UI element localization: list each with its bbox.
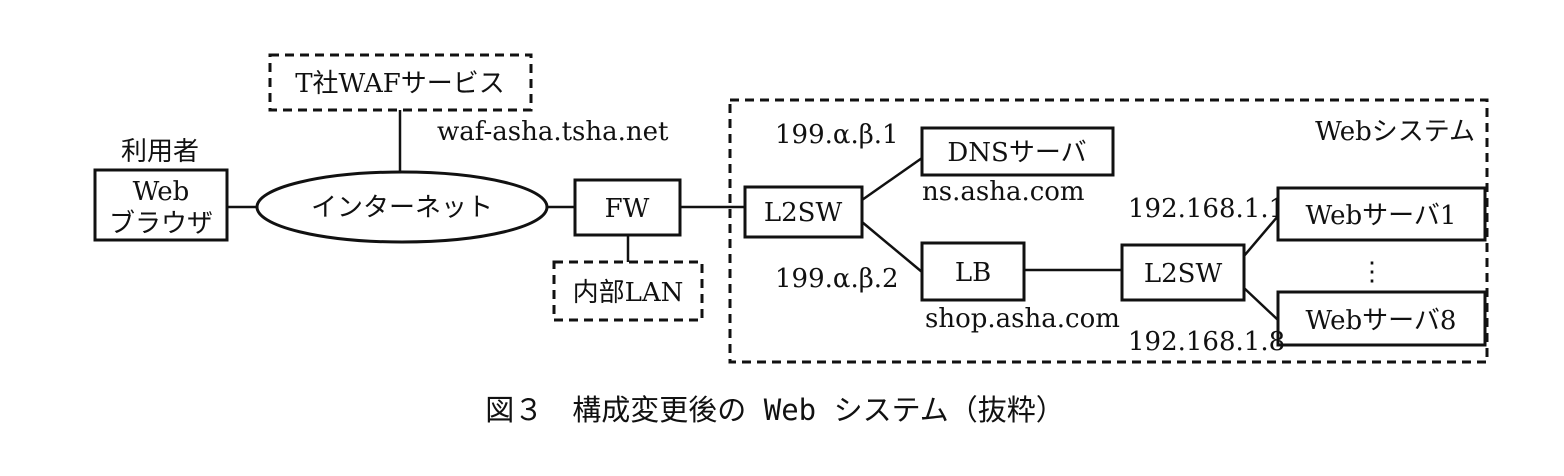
web-server-1-ip: 192.168.1.1	[1128, 194, 1285, 224]
l2sw-front-label: L2SW	[764, 198, 843, 228]
l2sw-front-node	[743, 185, 864, 239]
l2sw-back-label: L2SW	[1144, 259, 1223, 289]
browser-label-1: Web	[133, 177, 190, 207]
link-l2sw-web8	[1243, 287, 1279, 321]
connections	[227, 110, 1279, 321]
browser-node	[93, 168, 229, 242]
dns-server-label: DNSサーバ	[947, 138, 1086, 168]
internet-cloud	[255, 170, 549, 244]
link-l2sw-lb	[861, 221, 923, 273]
link-l2sw-web1	[1243, 215, 1279, 257]
user-label: 利用者	[121, 137, 199, 167]
lb-node	[920, 241, 1026, 302]
dns-ip: 199.α.β.1	[775, 120, 899, 150]
internal-lan-node	[552, 260, 704, 322]
web-server-8-ip: 192.168.1.8	[1128, 327, 1285, 357]
figure-caption: 図３ 構成変更後の Web システム（抜粋）	[485, 393, 1064, 427]
lb-label: LB	[955, 258, 991, 288]
internal-lan-label: 内部LAN	[573, 278, 684, 308]
ellipsis: ⋮	[1359, 257, 1385, 287]
fw-node	[573, 178, 682, 237]
browser-label-2: ブラウザ	[109, 209, 213, 239]
waf-service-node	[268, 53, 533, 112]
web-system-boundary	[728, 98, 1489, 364]
l2sw-back-node	[1120, 243, 1246, 302]
web-server-1-node	[1276, 186, 1487, 242]
waf-fqdn: waf-asha.tsha.net	[437, 117, 669, 147]
link-l2sw-dns	[861, 156, 923, 202]
web-server-8-node	[1276, 290, 1487, 347]
web-system-label: Webシステム	[1315, 117, 1475, 147]
internet-label: インターネット	[311, 193, 493, 223]
dns-server-node	[920, 126, 1115, 177]
fw-label: FW	[605, 194, 650, 224]
web-server-8-label: Webサーバ8	[1306, 306, 1457, 336]
web-server-1-label: Webサーバ1	[1306, 201, 1457, 231]
waf-service-label: T社WAFサービス	[295, 69, 505, 99]
lb-ip: 199.α.β.2	[775, 264, 899, 294]
dns-fqdn: ns.asha.com	[922, 177, 1085, 207]
lb-fqdn: shop.asha.com	[925, 304, 1120, 334]
